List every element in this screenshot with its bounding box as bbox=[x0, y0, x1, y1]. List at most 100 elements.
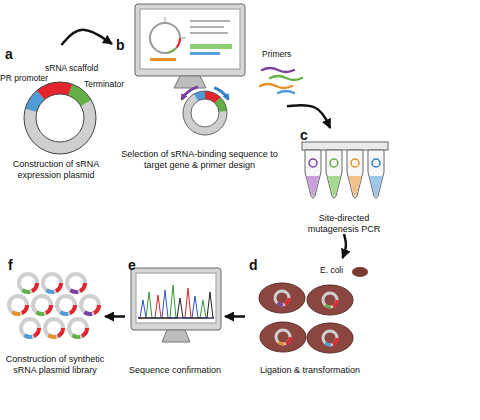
pcr-tube-strip bbox=[330, 159, 338, 167]
step-letter: c bbox=[300, 128, 308, 142]
plasmid-ring bbox=[69, 319, 87, 337]
computer-monitor bbox=[131, 268, 221, 342]
pcr-tube-strip bbox=[309, 159, 317, 167]
plasmid-ring bbox=[67, 274, 85, 292]
step-caption: Site-directed mutagenesis PCR bbox=[298, 213, 390, 234]
chromatogram-trace bbox=[138, 290, 214, 318]
flow-arrow bbox=[105, 315, 125, 318]
computer-monitor bbox=[131, 268, 221, 330]
plasmid-ring bbox=[323, 331, 337, 345]
plasmid-ring bbox=[323, 293, 337, 307]
ecoli-cell bbox=[307, 285, 353, 315]
plasmid-ring bbox=[30, 88, 90, 148]
plasmid-ring bbox=[31, 95, 41, 110]
plasmid-ring bbox=[81, 296, 99, 314]
pcr-tube-strip bbox=[302, 142, 388, 198]
plasmid-ring bbox=[45, 319, 63, 337]
pcr-tube-strip bbox=[305, 150, 321, 198]
pcr-tube-strip bbox=[328, 176, 341, 197]
primer-arrow bbox=[214, 88, 228, 100]
plasmid-ring bbox=[183, 91, 227, 135]
plasmid-ring bbox=[9, 296, 27, 314]
part-label: PR promoter bbox=[0, 74, 48, 83]
step-letter: a bbox=[5, 47, 13, 61]
plasmid-ring bbox=[69, 319, 87, 337]
plasmid-ring bbox=[24, 82, 96, 154]
pcr-tube-strip bbox=[368, 150, 384, 198]
plasmid-ring bbox=[81, 296, 99, 314]
computer-monitor bbox=[150, 58, 176, 61]
plasmid-ring bbox=[9, 296, 27, 314]
plasmid-ring bbox=[275, 291, 289, 305]
plasmid-ring bbox=[183, 91, 227, 135]
plasmid-ring bbox=[276, 330, 290, 344]
plasmid-ring bbox=[275, 291, 337, 345]
pcr-tube-strip bbox=[372, 159, 380, 167]
part-label: Primers bbox=[262, 50, 291, 59]
primer-strand bbox=[262, 68, 294, 72]
plasmid-ring bbox=[19, 274, 37, 292]
step-panel: dLigation & transformation bbox=[245, 258, 375, 375]
plasmid-ring bbox=[191, 99, 219, 127]
computer-monitor bbox=[165, 17, 166, 23]
plasmid-ring bbox=[323, 293, 337, 307]
flow-arrow bbox=[61, 30, 112, 45]
computer-monitor bbox=[136, 273, 216, 323]
computer-monitor bbox=[174, 76, 206, 88]
computer-monitor bbox=[135, 4, 245, 76]
computer-monitor bbox=[190, 44, 232, 49]
plasmid-ring bbox=[21, 319, 39, 337]
step-letter: b bbox=[116, 38, 125, 52]
flow-arrow bbox=[343, 234, 346, 258]
plasmid-ring bbox=[33, 296, 51, 314]
flow-arrow bbox=[225, 315, 245, 318]
plasmid-ring bbox=[67, 274, 85, 292]
plasmid-ring bbox=[43, 274, 61, 292]
plasmid-ring bbox=[57, 296, 75, 314]
ecoli-cell bbox=[307, 323, 353, 353]
chromatogram-trace bbox=[138, 292, 214, 318]
step-caption: Construction of sRNA expression plasmid bbox=[2, 159, 110, 180]
step-letter: d bbox=[249, 258, 258, 272]
plasmid-ring bbox=[43, 274, 61, 292]
pcr-tube-strip bbox=[307, 176, 320, 197]
step-panel: fConstruction of synthetic sRNA plasmid … bbox=[5, 258, 105, 375]
step-letter: e bbox=[128, 258, 136, 272]
pcr-tube-strip bbox=[370, 176, 383, 197]
computer-monitor bbox=[140, 9, 240, 69]
step-panel: eSequence confirmation bbox=[125, 258, 225, 375]
computer-monitor bbox=[162, 330, 190, 342]
plasmid-ring bbox=[196, 95, 205, 97]
computer-monitor bbox=[150, 23, 180, 53]
step-panel: bSelection of sRNA-binding sequence to t… bbox=[112, 2, 287, 170]
chromatogram-trace bbox=[138, 288, 214, 318]
plasmid-ring bbox=[9, 274, 99, 337]
plasmid-ring bbox=[33, 296, 51, 314]
plasmid-ring bbox=[67, 274, 85, 292]
plasmid-ring bbox=[323, 331, 337, 345]
computer-monitor bbox=[150, 23, 180, 53]
computer-monitor bbox=[190, 26, 224, 28]
plasmid-ring bbox=[21, 319, 39, 337]
plasmid-ring bbox=[33, 296, 51, 314]
plasmid-ring bbox=[275, 291, 289, 305]
pcr-tube-strip bbox=[326, 150, 342, 198]
ecoli-cell bbox=[352, 267, 368, 277]
plasmid-ring bbox=[19, 274, 37, 292]
computer-monitor bbox=[190, 52, 220, 55]
step-caption: Ligation & transformation bbox=[245, 365, 375, 375]
plasmid-ring bbox=[276, 330, 290, 344]
primer-strand bbox=[260, 84, 292, 88]
plasmid-ring bbox=[43, 274, 61, 292]
chromatogram-trace bbox=[138, 285, 214, 318]
plasmid-ring bbox=[45, 319, 63, 337]
plasmid-ring bbox=[81, 296, 99, 314]
pcr-tube-strip bbox=[349, 176, 362, 197]
pcr-tube-strip bbox=[347, 150, 363, 198]
primer-strand bbox=[270, 76, 302, 80]
step-panel: cSite-directed mutagenesis PCR bbox=[298, 128, 390, 234]
